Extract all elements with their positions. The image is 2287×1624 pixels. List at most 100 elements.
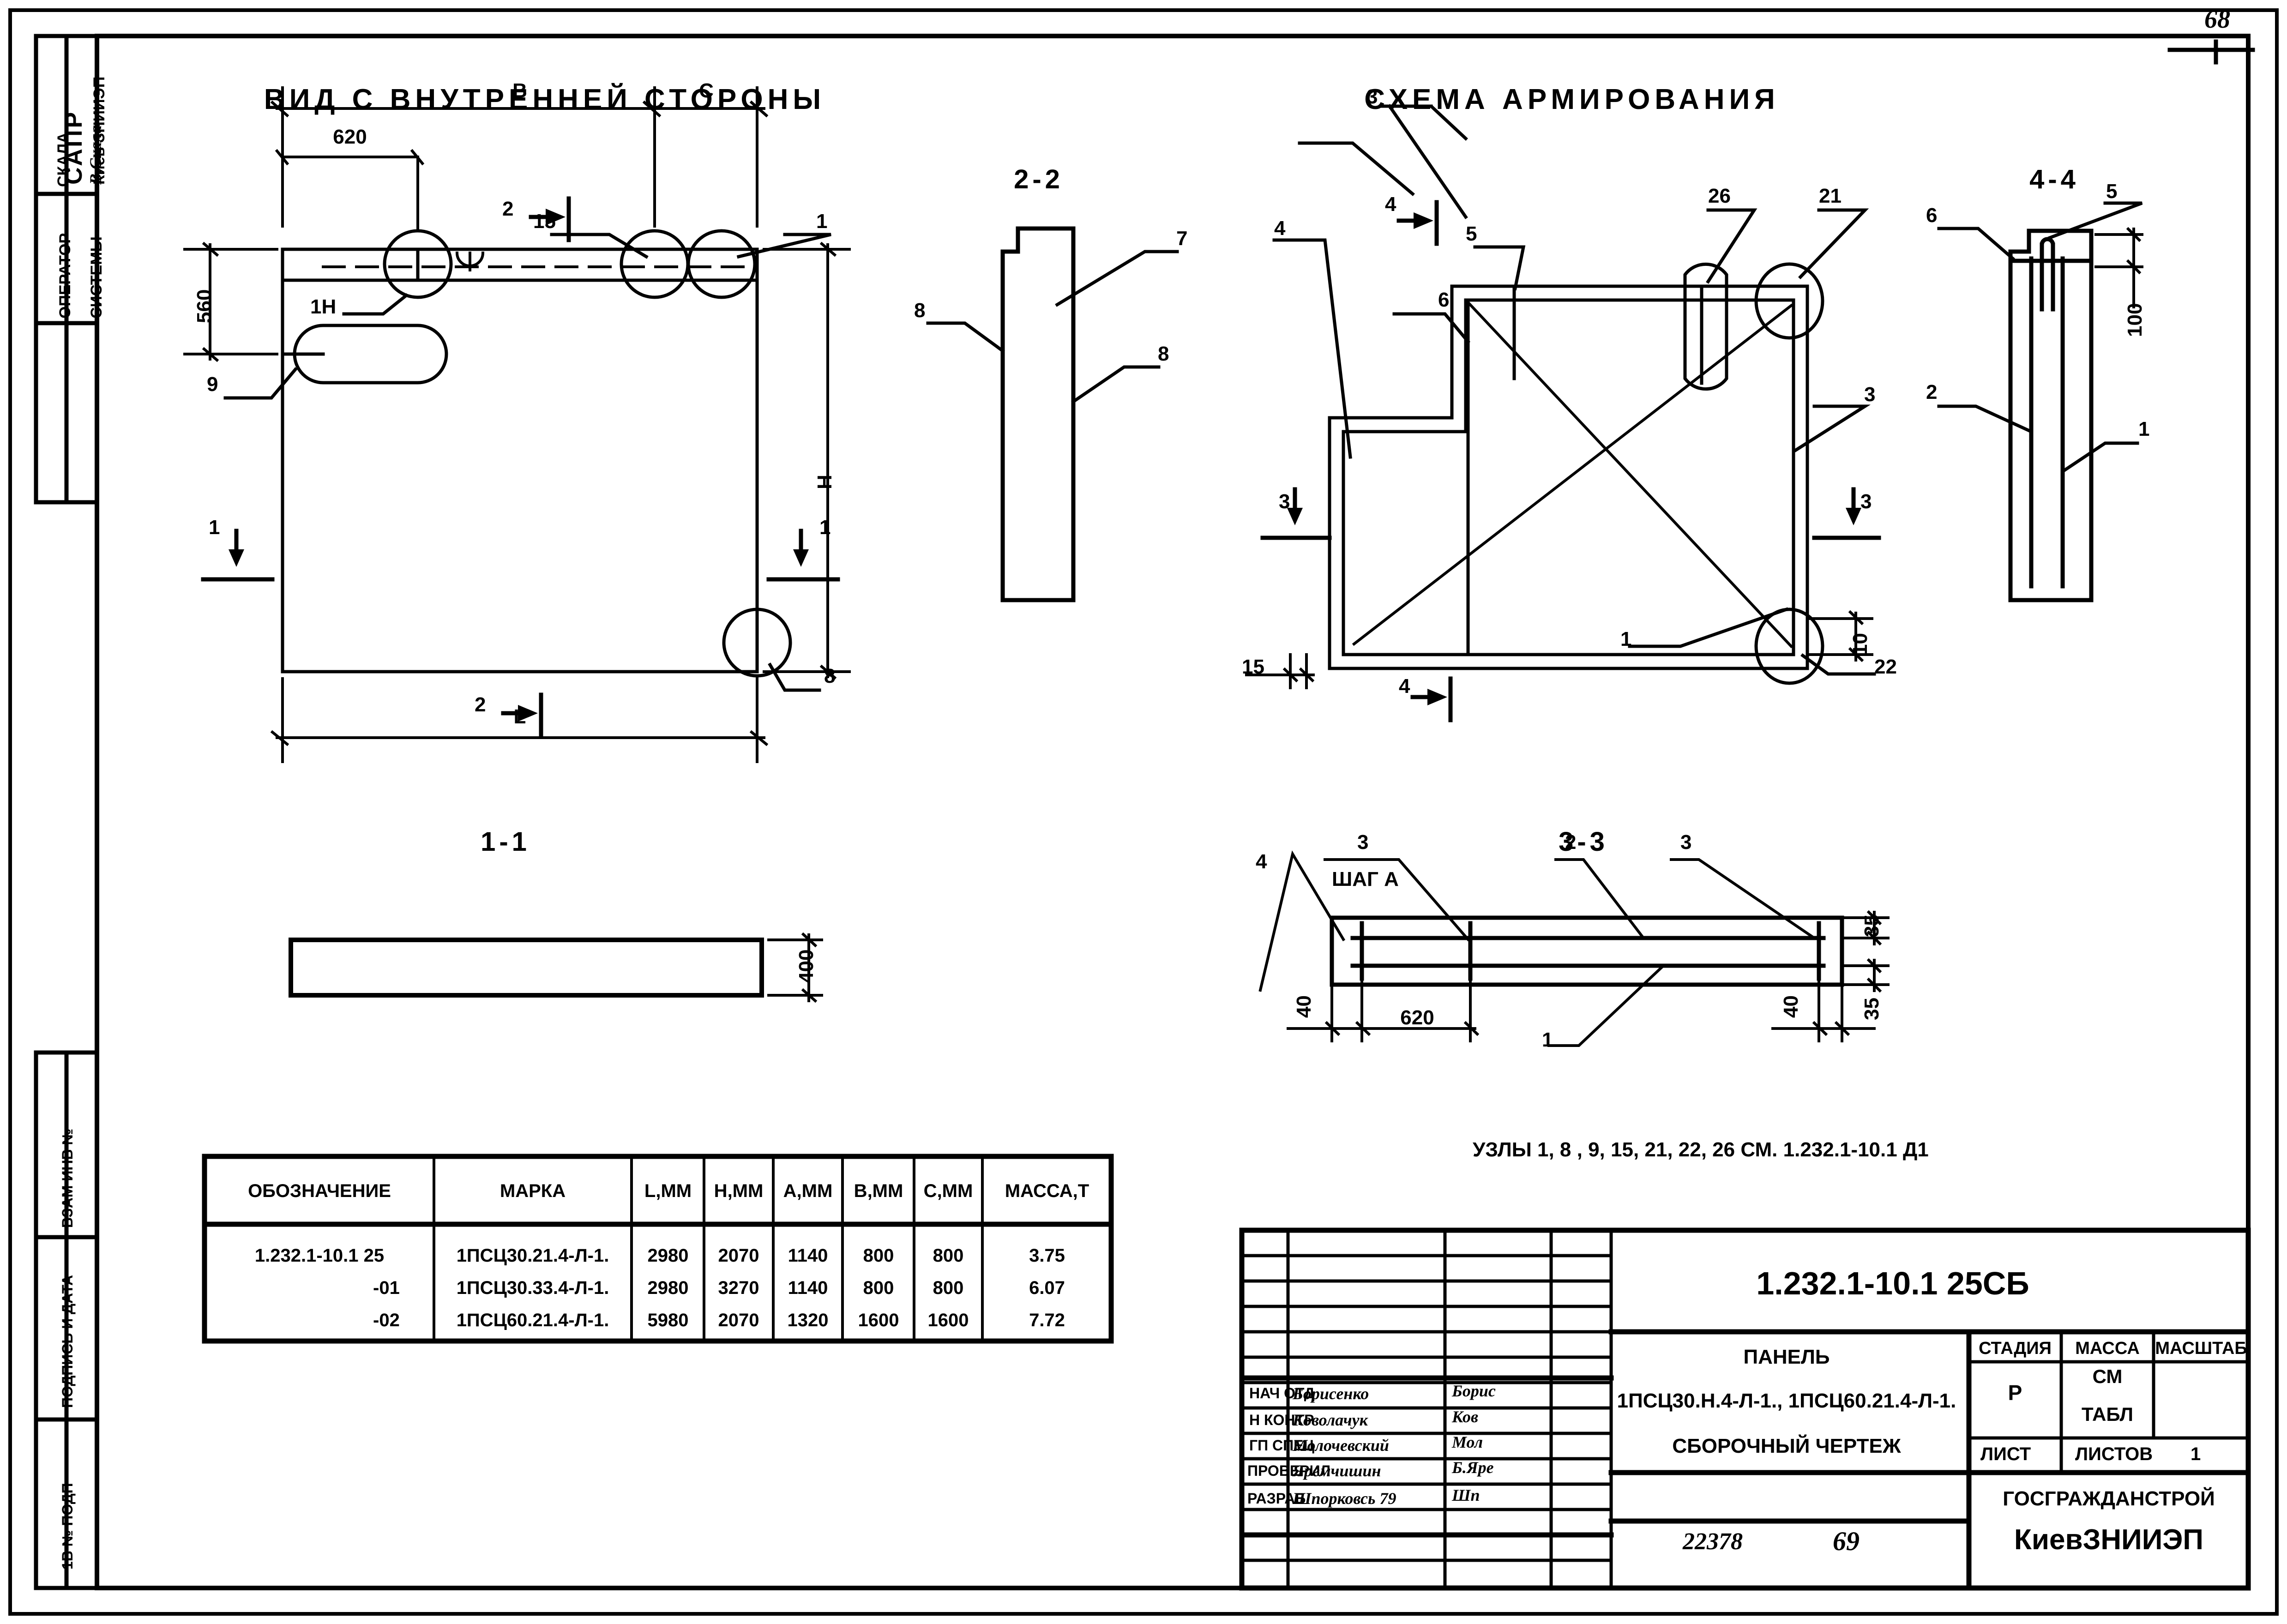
armature-callout-26: 26 (1708, 185, 1731, 207)
callout-8-bottom: 8 (824, 665, 836, 687)
sig-name-4: Шпорковсь 79 (1293, 1489, 1396, 1508)
spec-r0-c6: 800 (933, 1245, 964, 1266)
page-number: 68 (2204, 5, 2230, 34)
sig-name-2: Молочевский (1293, 1436, 1389, 1455)
spec-r2-c7: 7.72 (1029, 1310, 1065, 1330)
spec-r2-c6: 1600 (927, 1310, 969, 1330)
section-3-3-callout-1: 1 (1542, 1029, 1553, 1051)
spec-r2-c5: 1600 (858, 1310, 899, 1330)
spec-header-2: L,ММ (644, 1181, 692, 1201)
section-4-4-title: 4-4 (2029, 164, 2079, 194)
spec-r2-c4: 1320 (787, 1310, 829, 1330)
title-block-name-line1: ПАНЕЛЬ (1743, 1346, 1830, 1368)
title-block-mass-line2: ТАБЛ (2082, 1403, 2133, 1425)
margin-vzam-label: ВЗАМ ИНВ № (59, 1128, 76, 1228)
section-3-3-title: 3-3 (1559, 827, 1608, 857)
spec-r0-c0: 1.232.1-10.1 25 (254, 1245, 385, 1266)
armature-callout-4-top: 4 (1385, 193, 1396, 216)
sig-role-2: ГП СПЕЦ (1249, 1437, 1314, 1454)
handwritten-code: 22378 (1683, 1528, 1743, 1555)
dim-B-label: В (512, 79, 527, 102)
nodes-note: УЗЛЫ 1, 8 , 9, 15, 21, 22, 26 СМ. 1.232.… (1473, 1138, 1929, 1161)
section-3-3-dim-35-bottom: 35 (1860, 998, 1883, 1020)
spec-r0-c4: 1140 (788, 1245, 828, 1266)
section-mark-1-left: 1 (209, 516, 220, 539)
margin-invpodp-label: 1В № ПОДП (59, 1483, 76, 1570)
margin-operator-line2: СИСТЕМЫ (88, 236, 105, 319)
spec-r2-c0: -02 (373, 1310, 400, 1330)
spec-r1-c3: 3270 (718, 1278, 759, 1298)
armature-callout-3-right: 3 (1864, 383, 1876, 406)
sig-name-0: Борисенко (1293, 1384, 1369, 1403)
sig-role-0: НАЧ ОТД (1249, 1385, 1315, 1401)
margin-operator-line1: ОПЕРАТОР (56, 233, 74, 319)
section-3-3-dim-40-right: 40 (1780, 995, 1802, 1018)
sig-mark-1: Ков (1452, 1407, 1479, 1426)
armature-callout-1: 1 (1620, 628, 1632, 650)
section-4-4-callout-6: 6 (1926, 204, 1938, 227)
dim-H-label: Н (813, 475, 836, 489)
sig-mark-2: Мол (1452, 1433, 1483, 1451)
dim-L-label: L (513, 705, 526, 728)
armature-section-4-bottom: 4 (1399, 675, 1410, 698)
armature-section-3-right: 3 (1860, 490, 1872, 513)
callout-9: 9 (207, 373, 218, 396)
spec-r1-c0: -01 (373, 1278, 400, 1298)
dim-620-label: 620 (333, 126, 367, 148)
sig-mark-3: Б.Яре (1452, 1458, 1494, 1477)
sig-name-1: Коволачук (1293, 1411, 1368, 1429)
armature-callout-6: 6 (1438, 289, 1450, 311)
title-block-col-scale: МАСШТАБ (2155, 1339, 2247, 1358)
section-3-3-callout-3-left: 3 (1357, 831, 1369, 854)
section-4-4-dim-100: 100 (2124, 303, 2146, 337)
callout-1-top: 1 (816, 210, 828, 233)
dim-C-label: С (699, 79, 714, 102)
spec-header-7: МАССА,Т (1005, 1181, 1089, 1201)
spec-r1-c5: 800 (863, 1278, 894, 1298)
spec-header-6: С,ММ (923, 1181, 973, 1201)
sig-role-4: РАЗРАБ. (1247, 1490, 1310, 1507)
section-3-3-callout-2: 2 (1565, 831, 1577, 854)
armature-callout-21: 21 (1819, 185, 1842, 207)
section-2-2-title: 2-2 (1014, 164, 1064, 194)
armature-callout-3-upper: 3 (1366, 85, 1378, 108)
section-3-3-step-label: ШАГ А (1332, 868, 1399, 890)
sig-role-1: Н КОНТР (1249, 1412, 1314, 1428)
title-block-name-line2: 1ПСЦ30.Н.4-Л-1., 1ПСЦ60.21.4-Л-1. (1617, 1389, 1956, 1412)
title-block-name-line3: СБОРОЧНЫЙ ЧЕРТЕЖ (1672, 1435, 1901, 1457)
armature-title: СХЕМА АРМИРОВАНИЯ (1364, 84, 1780, 115)
spec-r1-c1: 1ПСЦ30.33.4-Л-1. (456, 1278, 609, 1298)
callout-1n: 1Н (310, 295, 337, 318)
section-4-4-callout-1: 1 (2138, 418, 2150, 440)
section-3-3-dim-620: 620 (1400, 1006, 1434, 1029)
spec-r0-c3: 2070 (718, 1245, 759, 1266)
spec-header-0: ОБОЗНАЧЕНИЕ (248, 1181, 391, 1201)
spec-r1-c2: 2980 (647, 1278, 689, 1298)
spec-r0-c1: 1ПСЦ30.21.4-Л-1. (456, 1245, 609, 1266)
spec-header-4: А,ММ (783, 1181, 833, 1201)
spec-r2-c1: 1ПСЦ60.21.4-Л-1. (456, 1310, 609, 1330)
spec-header-1: МАРКА (500, 1181, 566, 1201)
section-4-4-callout-2: 2 (1926, 381, 1938, 403)
section-1-1-thickness: 400 (795, 949, 818, 983)
sig-name-3: Яремчишин (1293, 1462, 1381, 1480)
margin-podpis-label: ПОДПИСЬ И ДАТА (59, 1275, 76, 1408)
armature-callout-5: 5 (1466, 223, 1477, 245)
margin-skala-signature: В.Скала (86, 125, 105, 185)
title-block-drawing-code: 1.232.1-10.1 25СБ (1756, 1265, 2029, 1301)
armature-section-3-left: 3 (1279, 490, 1290, 513)
section-3-3-dim-35-top: 35 (1860, 914, 1883, 937)
handwritten-page: 69 (1833, 1526, 1860, 1556)
spec-header-3: Н,ММ (714, 1181, 764, 1201)
title-block-sheets-value: 1 (2191, 1444, 2201, 1464)
title-block-col-mass: МАССА (2075, 1339, 2140, 1358)
sig-role-3: ПРОВЕРИЛ (1247, 1462, 1331, 1479)
spec-header-5: В,ММ (854, 1181, 903, 1201)
title-block-stage-value: Р (2008, 1381, 2022, 1405)
spec-r2-c3: 2070 (718, 1310, 759, 1330)
armature-callout-4-left: 4 (1274, 217, 1286, 240)
title-block-sheets-label: ЛИСТОВ (2075, 1444, 2153, 1464)
spec-r0-c5: 800 (863, 1245, 894, 1266)
